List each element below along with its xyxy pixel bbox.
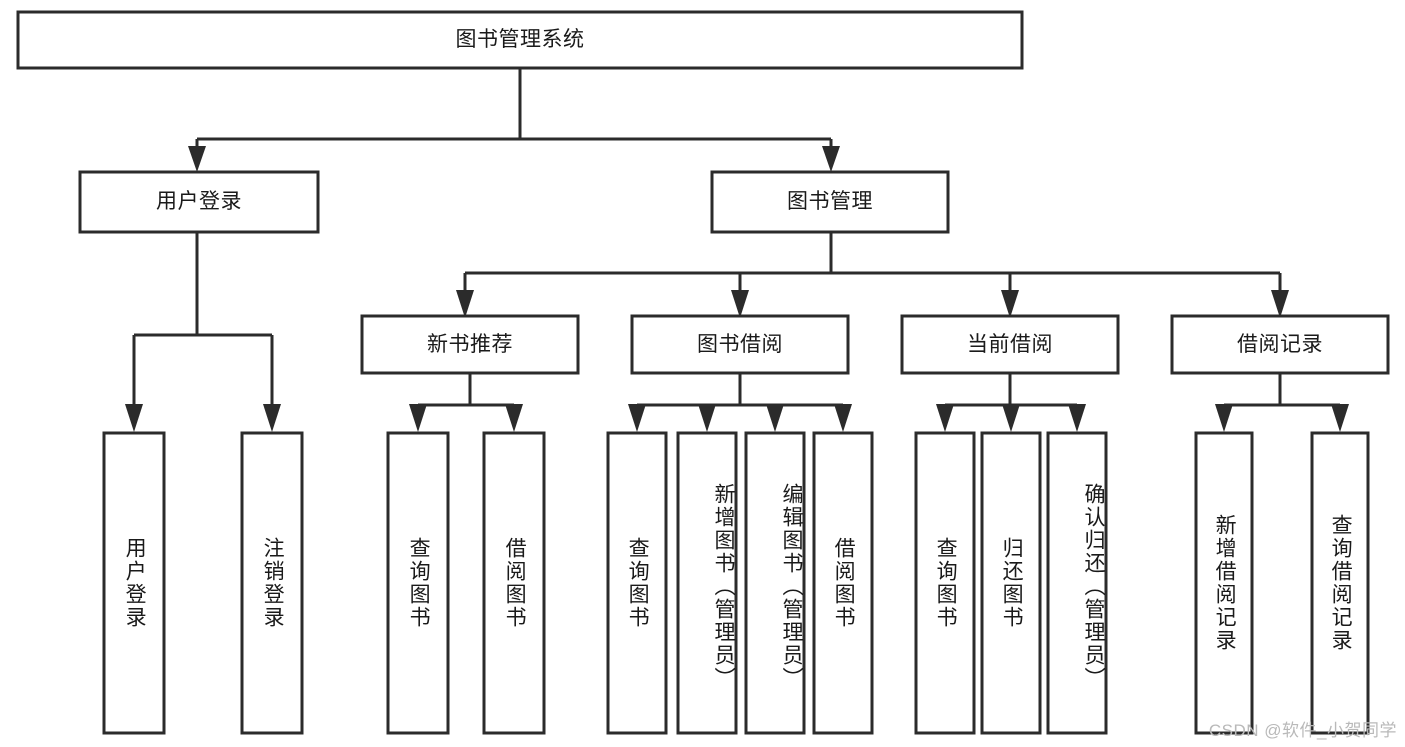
node-box-leaf-confirm-return[interactable] xyxy=(1046,431,1108,735)
arrowhead-leaf-add-book xyxy=(698,404,716,432)
node-box-leaf-query-book-1[interactable] xyxy=(386,431,450,735)
arrowhead-user-login xyxy=(188,146,206,172)
node-box-leaf-query-book-2[interactable] xyxy=(606,431,668,735)
arrowhead-book-manage xyxy=(822,146,840,172)
node-box-leaf-borrow-book-1[interactable] xyxy=(482,431,546,735)
node-box-book-manage[interactable] xyxy=(710,170,950,234)
connector-group-user-login-to-leaves xyxy=(125,232,281,432)
arrowhead-leaf-query-book-1 xyxy=(409,404,427,432)
arrowhead-book-borrow xyxy=(731,290,749,318)
arrowhead-leaf-query-book-3 xyxy=(936,404,954,432)
node-box-leaf-query-record[interactable] xyxy=(1310,431,1370,735)
node-box-leaf-user-login[interactable] xyxy=(102,431,166,735)
arrowhead-leaf-query-book-2 xyxy=(628,404,646,432)
arrowhead-borrow-record xyxy=(1271,290,1289,318)
node-box-book-borrow[interactable] xyxy=(630,314,850,375)
arrowhead-leaf-user-logout xyxy=(263,404,281,432)
arrowhead-current-borrow xyxy=(1001,290,1019,318)
node-box-leaf-borrow-book-2[interactable] xyxy=(812,431,874,735)
connector-group-book-borrow-to-leaves xyxy=(628,373,852,432)
arrowhead-new-book-recommend xyxy=(456,290,474,318)
node-box-leaf-add-record[interactable] xyxy=(1194,431,1254,735)
node-box-leaf-add-book[interactable] xyxy=(676,431,738,735)
node-box-root[interactable] xyxy=(16,10,1024,70)
connector-group-borrow-record-to-leaves xyxy=(1215,373,1349,432)
arrowhead-leaf-return-book xyxy=(1002,404,1020,432)
arrowhead-leaf-edit-book xyxy=(766,404,784,432)
arrowhead-leaf-borrow-book-1 xyxy=(505,404,523,432)
node-box-leaf-query-book-3[interactable] xyxy=(914,431,976,735)
node-box-leaf-user-logout[interactable] xyxy=(240,431,304,735)
arrowhead-leaf-add-record xyxy=(1215,404,1233,432)
node-box-user-login[interactable] xyxy=(78,170,320,234)
node-box-current-borrow[interactable] xyxy=(900,314,1120,375)
connector-group-current-borrow-to-leaves xyxy=(936,373,1086,432)
connector-group-new-book-to-leaves xyxy=(409,373,523,432)
arrowhead-leaf-borrow-book-2 xyxy=(834,404,852,432)
csdn-watermark: CSDN @软件_小贺同学 xyxy=(1208,721,1397,740)
arrowhead-leaf-query-record xyxy=(1331,404,1349,432)
connector-group-book-manage-to-level2 xyxy=(456,232,1289,318)
node-box-borrow-record[interactable] xyxy=(1170,314,1390,375)
arrowhead-leaf-user-login xyxy=(125,404,143,432)
connector-group-root-to-level1 xyxy=(188,68,840,172)
node-box-leaf-return-book[interactable] xyxy=(980,431,1042,735)
node-box-leaf-edit-book[interactable] xyxy=(744,431,806,735)
node-box-new-book-recommend[interactable] xyxy=(360,314,580,375)
arrowhead-leaf-confirm-return xyxy=(1068,404,1086,432)
